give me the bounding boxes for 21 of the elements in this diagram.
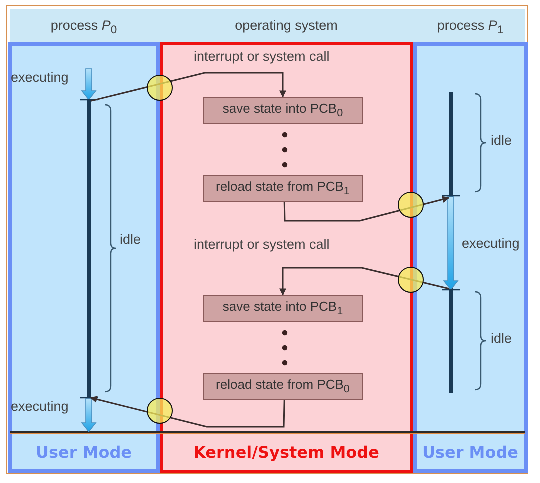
process-box: save state into PCB$_{1}$	[203, 295, 363, 322]
column-heading: process P$_{0}$	[50, 18, 118, 37]
process-box: reload state from PCB$_{1}$	[203, 175, 363, 202]
state-label: executing	[11, 399, 69, 414]
state-label: executing	[462, 236, 520, 251]
mode-label: User Mode	[34, 443, 134, 462]
connector-arrow	[90, 396, 286, 428]
mode-label: Kernel/System Mode	[192, 443, 380, 462]
edge-label: interrupt or system call	[192, 49, 332, 64]
state-label: idle	[120, 232, 142, 247]
edge-label: interrupt or system call	[192, 237, 332, 252]
column-heading: process P$_{1}$	[436, 18, 505, 37]
column-heading: operating system	[234, 18, 339, 33]
timeline-bar	[87, 100, 91, 398]
state-label: idle	[491, 331, 512, 346]
connector-arrow	[90, 72, 286, 102]
process-box: reload state from PCB$_{0}$	[203, 373, 363, 400]
mode-label: User Mode	[421, 443, 520, 462]
state-label: executing	[11, 70, 69, 85]
state-label: idle	[491, 133, 512, 148]
process-box: save state into PCB$_{0}$	[203, 97, 363, 124]
